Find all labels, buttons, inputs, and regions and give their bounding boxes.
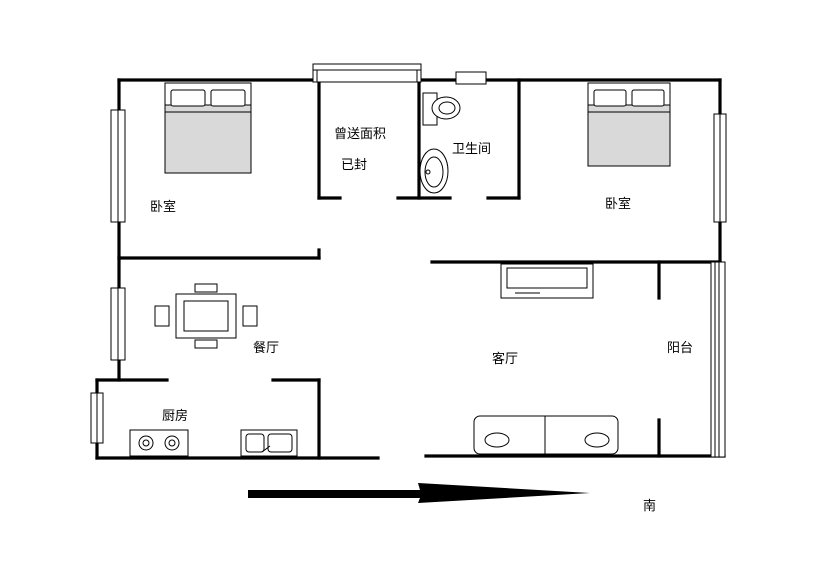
dining-table-icon (154, 283, 258, 349)
walls (95, 78, 726, 460)
kitchen-sink-icon (240, 429, 298, 457)
bed-icon (164, 82, 252, 174)
bedroom-right-label: 卧室 (605, 196, 631, 212)
gift-area-note-label: 已封 (341, 158, 367, 173)
balcony-label: 阳台 (667, 341, 693, 356)
toilet-icon (422, 92, 461, 126)
direction-arrow-icon (248, 483, 590, 503)
washbasin-icon (419, 148, 449, 194)
bed-icon (587, 82, 671, 167)
bathroom-label: 卫生间 (452, 142, 491, 157)
dining-label: 餐厅 (253, 340, 279, 356)
living-label: 客厅 (492, 351, 518, 367)
tv-cabinet-icon (500, 263, 594, 299)
bedroom-left-label: 卧室 (150, 199, 176, 215)
gas-stove-icon (129, 429, 189, 457)
kitchen-label: 厨房 (162, 408, 188, 424)
compass-direction-label: 南 (643, 498, 656, 514)
sofa-icon (473, 415, 619, 455)
windows (90, 63, 727, 458)
gift-area-label: 曾送面积 (334, 127, 386, 142)
